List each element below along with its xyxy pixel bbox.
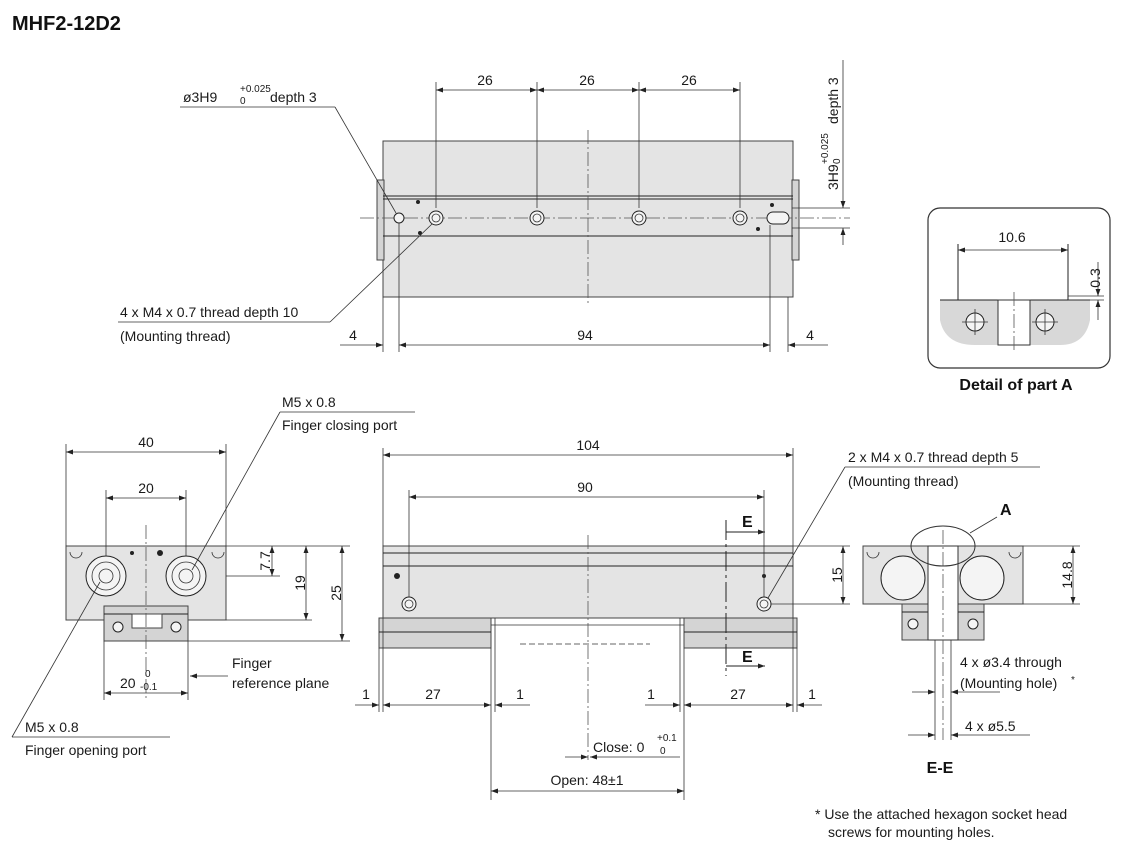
through-hole-note: (Mounting hole): [960, 675, 1057, 691]
pin-hole-label: ø3H9: [183, 89, 217, 105]
end-view: 40 20 7.7 19 25 20 0 -0.1 Finger referen…: [11, 394, 415, 758]
finger-tol-lower: -0.1: [140, 682, 158, 693]
side-thread-label: 2 x M4 x 0.7 thread depth 5: [848, 449, 1019, 465]
ref-plane-line2: reference plane: [232, 675, 330, 691]
ref-plane-line1: Finger: [232, 655, 272, 671]
section-view: A 14.8 4 x ø3.4 through (Mounting hole) …: [862, 502, 1080, 777]
dim-hole-pitch: 90: [577, 479, 593, 495]
dim-h2: 19: [292, 575, 308, 591]
side-finger-left: [378, 617, 492, 649]
side-finger-right: [683, 617, 798, 649]
opening-port-size: M5 x 0.8: [25, 719, 79, 735]
dim-left-margin: 4: [349, 327, 357, 343]
close-tol-upper: +0.1: [657, 733, 677, 744]
thread-hole-icon: [529, 210, 545, 226]
pin-hole-tol-lower: 0: [240, 96, 246, 107]
dim-pitch-3: 26: [681, 72, 697, 88]
slot-depth: depth 3: [825, 77, 841, 124]
through-hole-asterisk: *: [1071, 675, 1075, 686]
closing-port-label: Finger closing port: [282, 417, 397, 433]
dim-length-inner: 94: [577, 327, 593, 343]
slot-tol-lower: 0: [832, 158, 843, 164]
dim-gap-right: 1: [808, 686, 816, 702]
top-view: 26 26 26 4 94 4 ø3H9 +0.025 0 depth 3 3H…: [118, 60, 850, 352]
close-stroke: Close: 0: [593, 739, 645, 755]
dim-h1: 7.7: [257, 551, 273, 571]
dim-gap-left: 1: [362, 686, 370, 702]
dim-port-pitch: 20: [138, 480, 154, 496]
thread-hole-icon: [732, 210, 748, 226]
closing-port-size: M5 x 0.8: [282, 394, 336, 410]
dim-h3: 25: [328, 585, 344, 601]
slot-tol-upper: +0.025: [820, 133, 831, 164]
dim-pitch-1: 26: [477, 72, 493, 88]
dim-finger-right: 27: [730, 686, 746, 702]
counterbore-label: 4 x ø5.5: [965, 718, 1016, 734]
side-view: 104 90 15 E E 1 27 1 1 27: [355, 437, 1040, 800]
dim-right-margin: 4: [806, 327, 814, 343]
footnote-line-1: * Use the attached hexagon socket head: [815, 806, 1067, 822]
dim-pitch-2: 26: [579, 72, 595, 88]
footnote-line-2: screws for mounting holes.: [828, 824, 995, 840]
dim-finger-width: 20: [120, 675, 136, 691]
open-stroke: Open: 48±1: [550, 772, 623, 788]
dim-gap-center-right: 1: [647, 686, 655, 702]
dim-finger-left: 27: [425, 686, 441, 702]
side-thread-note: (Mounting thread): [848, 473, 959, 489]
dim-gap-center-left: 1: [516, 686, 524, 702]
dim-side-length: 104: [576, 437, 600, 453]
section-mark-top: E: [742, 514, 753, 531]
dim-section-height: 14.8: [1059, 561, 1075, 588]
mount-thread-note: (Mounting thread): [120, 328, 231, 344]
finger-tol-upper: 0: [145, 669, 151, 680]
drawing-title: MHF2-12D2: [12, 13, 121, 35]
detail-gap: 0.3: [1087, 268, 1103, 288]
detail-mark: A: [1000, 502, 1012, 519]
detail-a: 10.6 0.3 Detail of part A: [927, 207, 1111, 394]
pin-hole-icon: [393, 212, 405, 224]
detail-width: 10.6: [998, 229, 1025, 245]
pin-hole-depth: depth 3: [270, 89, 317, 105]
thread-hole-icon: [428, 210, 444, 226]
detail-caption: Detail of part A: [959, 377, 1073, 394]
dim-end-width: 40: [138, 434, 154, 450]
section-mark-bottom: E: [742, 649, 753, 666]
opening-port-label: Finger opening port: [25, 742, 147, 758]
thread-hole-icon: [631, 210, 647, 226]
slot-label: 3H9: [825, 164, 841, 190]
mount-thread-label: 4 x M4 x 0.7 thread depth 10: [120, 304, 298, 320]
section-caption: E-E: [927, 760, 954, 777]
close-tol-lower: 0: [660, 746, 666, 757]
through-hole-label: 4 x ø3.4 through: [960, 654, 1062, 670]
pin-hole-tol-upper: +0.025: [240, 84, 271, 95]
slot-icon: [766, 211, 790, 225]
dim-side-height: 15: [829, 567, 845, 583]
